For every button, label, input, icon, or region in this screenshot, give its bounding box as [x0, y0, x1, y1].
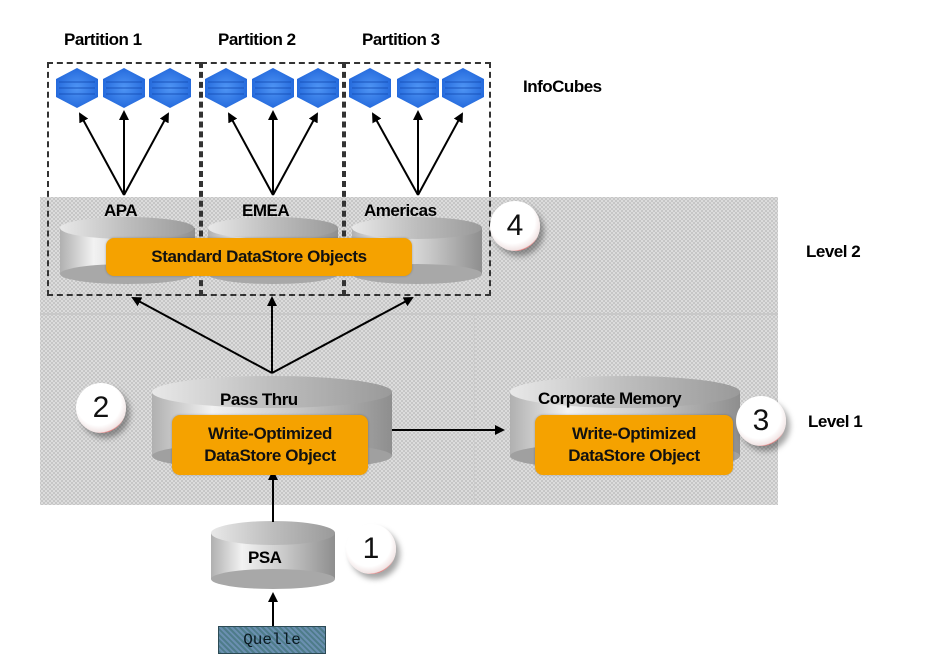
arrow-apa-cube1 — [79, 112, 125, 196]
partition-2-box — [201, 62, 344, 296]
level1-label: Level 1 — [808, 412, 863, 431]
step-badge-3: 3 — [736, 396, 786, 446]
corporate-memory-title: Corporate Memory — [538, 389, 682, 408]
partition-2-title: Partition 2 — [218, 30, 296, 49]
arrow-emea-cube1 — [228, 112, 274, 196]
arrow-passthru-americas — [271, 297, 414, 374]
infocubes-label: InfoCubes — [523, 77, 602, 96]
arrow-emea-cube3 — [272, 112, 318, 196]
corporate-memory-dso-box: Write-Optimized DataStore Object — [535, 415, 733, 475]
partition-1-title: Partition 1 — [64, 30, 142, 49]
arrow-apa-cube3 — [123, 112, 169, 196]
corporate-memory-dso-line2: DataStore Object — [568, 446, 700, 465]
step-badge-4: 4 — [490, 201, 540, 251]
region-americas-label: Americas — [364, 201, 437, 220]
source-quelle-box: Quelle — [218, 626, 326, 654]
step-badge-2-number: 2 — [92, 391, 110, 424]
step-badge-1: 1 — [346, 524, 396, 574]
psa-cylinder — [211, 521, 335, 589]
step-badge-3-number: 3 — [752, 404, 770, 437]
psa-title: PSA — [248, 548, 282, 567]
level2-label: Level 2 — [806, 242, 861, 261]
partition-3-box — [344, 62, 491, 296]
region-emea-label: EMEA — [242, 201, 290, 220]
step-badge-2: 2 — [76, 383, 126, 433]
step-badge-1-number: 1 — [362, 532, 380, 565]
step-badge-4-number: 4 — [506, 209, 524, 242]
band-divider — [474, 315, 475, 505]
standard-dso-label: Standard DataStore Objects — [151, 247, 367, 266]
region-apa-label: APA — [104, 201, 138, 220]
source-quelle-label: Quelle — [243, 631, 301, 649]
arrow-americas-cube3 — [417, 112, 463, 196]
arrow-americas-cube1 — [372, 112, 419, 196]
pass-thru-title: Pass Thru — [220, 390, 298, 409]
partition-3-title: Partition 3 — [362, 30, 440, 49]
standard-dso-box: Standard DataStore Objects — [106, 238, 412, 276]
pass-thru-dso-line2: DataStore Object — [204, 446, 336, 465]
pass-thru-dso-line1: Write-Optimized — [207, 424, 333, 443]
arrow-passthru-apa — [131, 297, 273, 374]
pass-thru-dso-box: Write-Optimized DataStore Object — [172, 415, 368, 475]
partition-1-box — [47, 62, 201, 296]
corporate-memory-dso-line1: Write-Optimized — [571, 424, 697, 443]
band-separator — [40, 313, 778, 315]
